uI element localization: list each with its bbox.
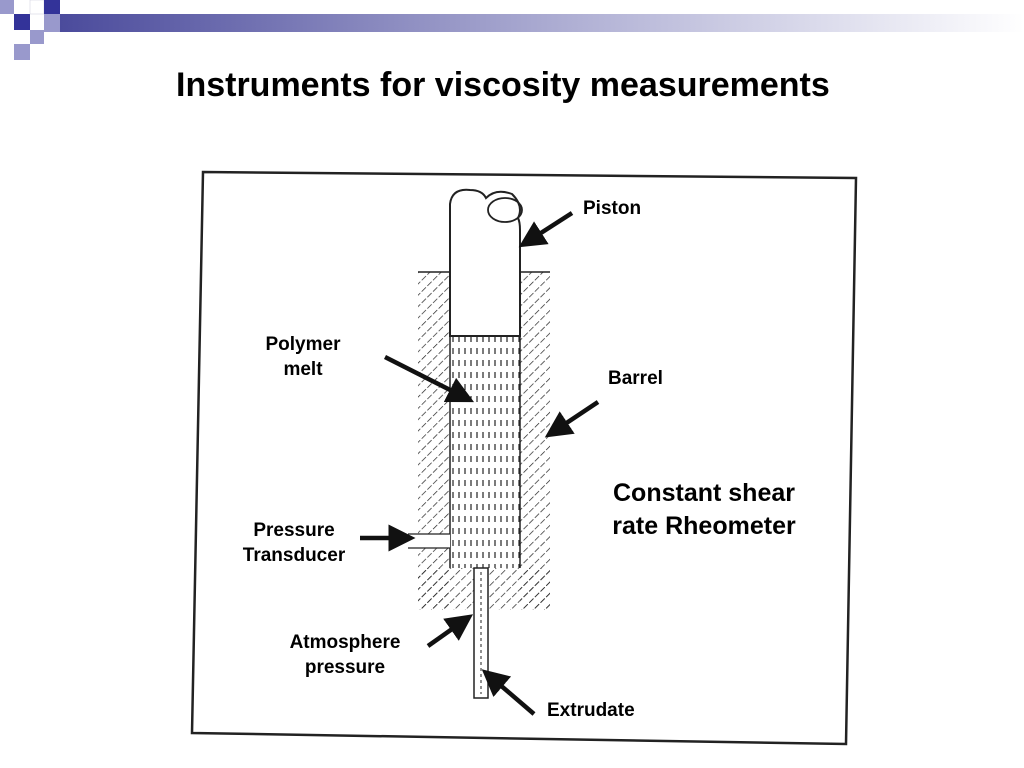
- transducer-port: [408, 534, 450, 548]
- barrel-bottom-left: [418, 568, 478, 610]
- label-rheometer-type: Constant shear rate Rheometer: [612, 479, 796, 540]
- corner-square: [14, 14, 30, 30]
- arrow-atmosphere-pressure: [426, 614, 474, 648]
- label-polymer-melt: Polymer melt: [265, 334, 341, 380]
- label-piston: Piston: [583, 198, 642, 219]
- corner-square: [44, 0, 60, 14]
- label-atmosphere-pressure: Atmosphere pressure: [289, 632, 401, 678]
- piston: [449, 188, 521, 337]
- arrow-piston: [518, 211, 574, 248]
- arrow-extrudate: [481, 669, 536, 716]
- polymer-melt-fill: [450, 336, 520, 568]
- label-barrel: Barrel: [608, 368, 663, 389]
- corner-square: [0, 0, 14, 14]
- barrel-wall-right: [520, 272, 550, 610]
- label-extrudate: Extrudate: [547, 700, 635, 721]
- corner-square: [30, 30, 44, 44]
- header-gradient-bar: [60, 14, 1024, 32]
- barrel-bottom-right: [486, 568, 550, 610]
- header-decoration: [0, 0, 1024, 60]
- arrow-polymer-melt: [383, 354, 475, 403]
- arrow-barrel: [544, 400, 600, 438]
- slide-title: Instruments for viscosity measurements: [176, 66, 830, 104]
- barrel-wall-left: [418, 272, 450, 610]
- corner-square: [44, 14, 60, 32]
- label-pressure-transducer: Pressure Transducer: [242, 520, 346, 566]
- corner-square: [14, 44, 30, 60]
